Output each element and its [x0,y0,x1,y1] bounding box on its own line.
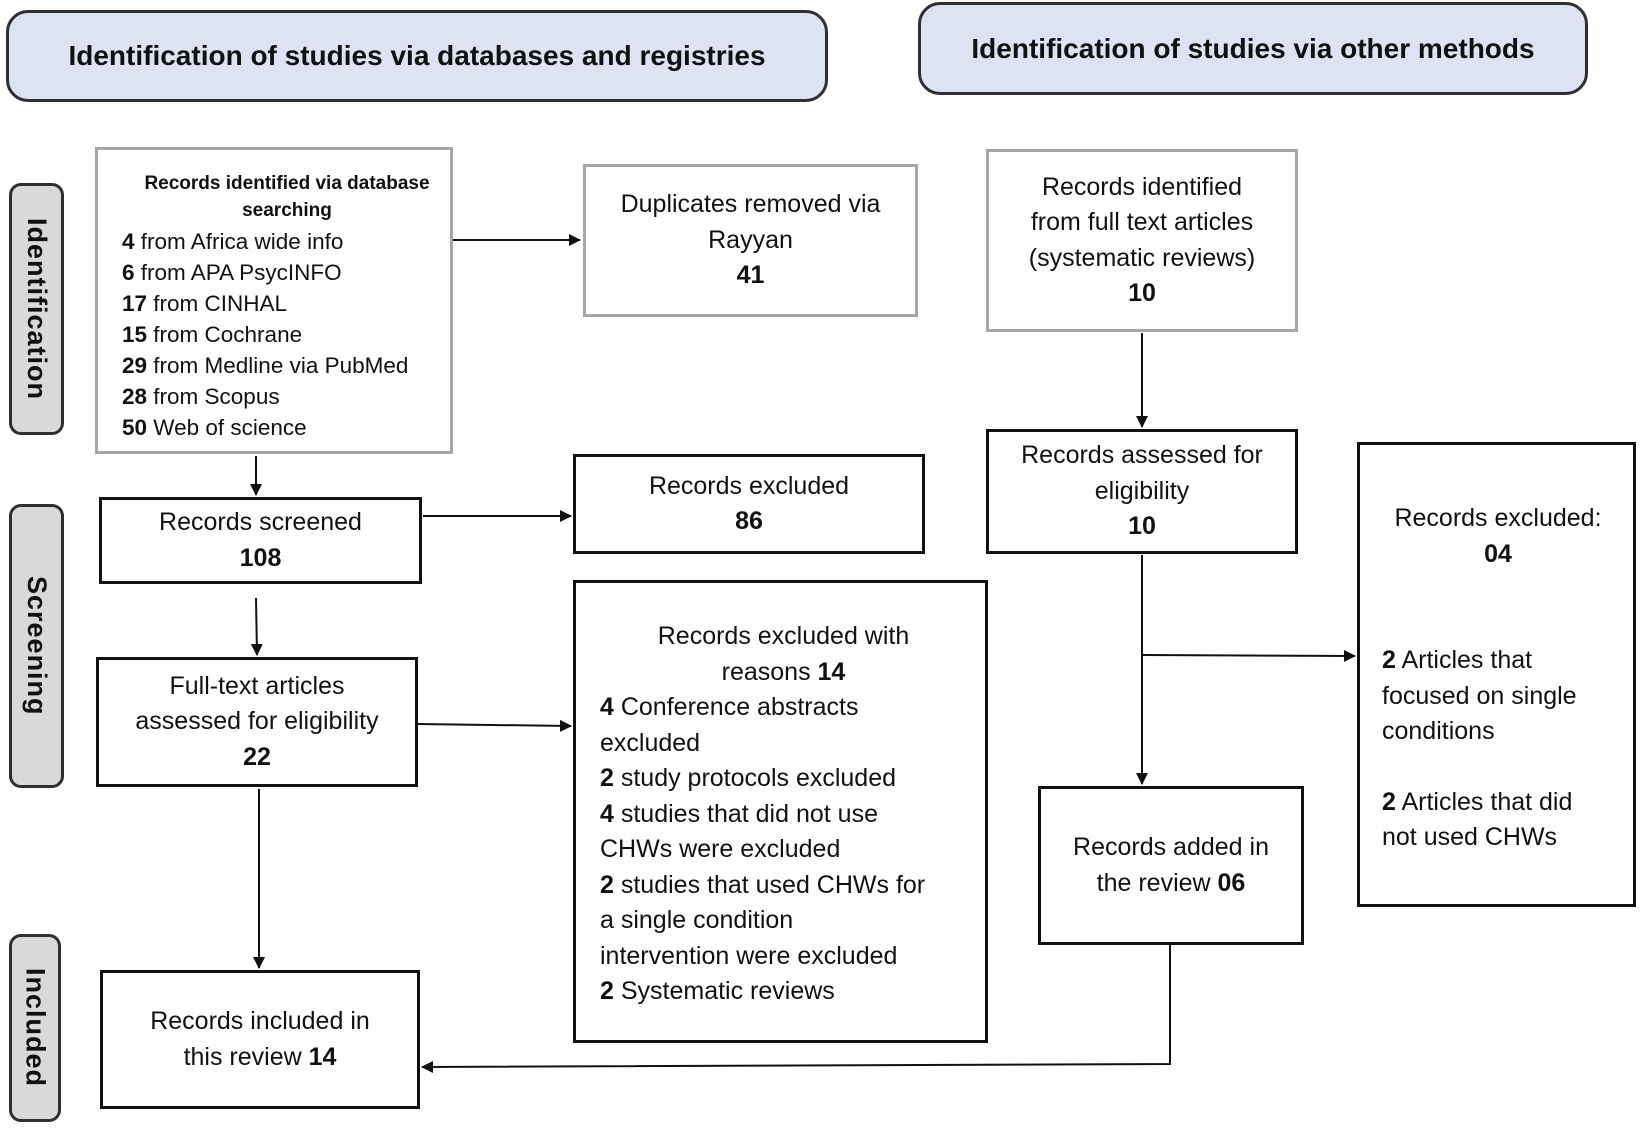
excluded-reason-item: 4 studies that did not use CHWs were exc… [600,799,878,864]
duplicates-box: Duplicates removed via Rayyan 41 [583,164,918,317]
db-search-title: Records identified via database searchin… [144,173,430,221]
excluded-reason-item: 4 Conference abstracts excluded [600,693,859,757]
other-added-box: Records added in the review 06 [1038,786,1304,945]
other-excluded-count: 04 [1484,539,1512,568]
excluded-reason-item: 2 Systematic reviews [600,977,835,1005]
stage-screening: Screening [9,504,64,788]
excluded-reasons-title: Records excluded with reasons 14 [657,622,910,686]
other-excluded-item: 2 Articles that did not used CHWs [1382,787,1573,852]
arrow-fulltext-to-reasons [417,719,572,732]
arrow-screened-to-fulltext [250,597,263,656]
db-search-list: 4 from Africa wide info 6 from APA PsycI… [122,226,450,443]
fulltext-count: 22 [243,742,271,771]
db-search-box: Records identified via database searchin… [95,147,453,454]
other-excluded-title: Records excluded: 04 [1382,501,1614,572]
header-other-text: Identification of studies via other meth… [971,32,1535,64]
db-search-item: 50 Web of science [122,415,307,440]
fulltext-box: Full-text articles assessed for eligibil… [96,657,418,787]
other-assessed-count: 10 [1128,512,1156,541]
header-databases: Identification of studies via databases … [6,10,828,102]
other-identified-box: Records identified from full text articl… [986,149,1298,332]
screened-box: Records screened 108 [99,497,422,584]
db-search-item: 28 from Scopus [122,384,280,409]
other-excluded-item: 2 Articles that focused on single condit… [1382,646,1577,745]
db-search-item: 6 from APA PsycINFO [122,260,342,285]
header-databases-text: Identification of studies via databases … [68,40,766,71]
stage-included: Included [9,934,61,1122]
excluded-screen-count: 86 [735,507,763,535]
db-search-item: 17 from CINHAL [122,291,288,316]
arrow-added-to-included [421,945,1171,1073]
excluded-screen-box: Records excluded 86 [573,454,925,554]
included-count: 14 [308,1042,337,1071]
included-box: Records included in this review 14 [100,970,420,1109]
excluded-reason-item: 2 studies that used CHWs for a single co… [600,870,926,970]
db-search-item: 4 from Africa wide info [122,229,344,254]
other-identified-count: 10 [1128,279,1156,307]
other-added-count: 06 [1217,868,1246,897]
stage-identification: Identification [9,183,64,435]
other-excluded-box: Records excluded: 04 2 Articles that foc… [1357,442,1636,907]
header-other-methods: Identification of studies via other meth… [918,2,1588,95]
db-search-item: 29 from Medline via PubMed [122,353,409,378]
db-search-item: 15 from Cochrane [122,322,303,347]
arrow-assessed-to-other-excluded [1141,649,1356,662]
other-assessed-box: Records assessed for eligibility 10 [986,429,1298,554]
duplicates-count: 41 [736,261,765,290]
screened-count: 108 [239,543,282,572]
excluded-reason-item: 2 study protocols excluded [600,764,897,792]
excluded-reasons-box: Records excluded with reasons 14 4 Confe… [573,580,988,1043]
